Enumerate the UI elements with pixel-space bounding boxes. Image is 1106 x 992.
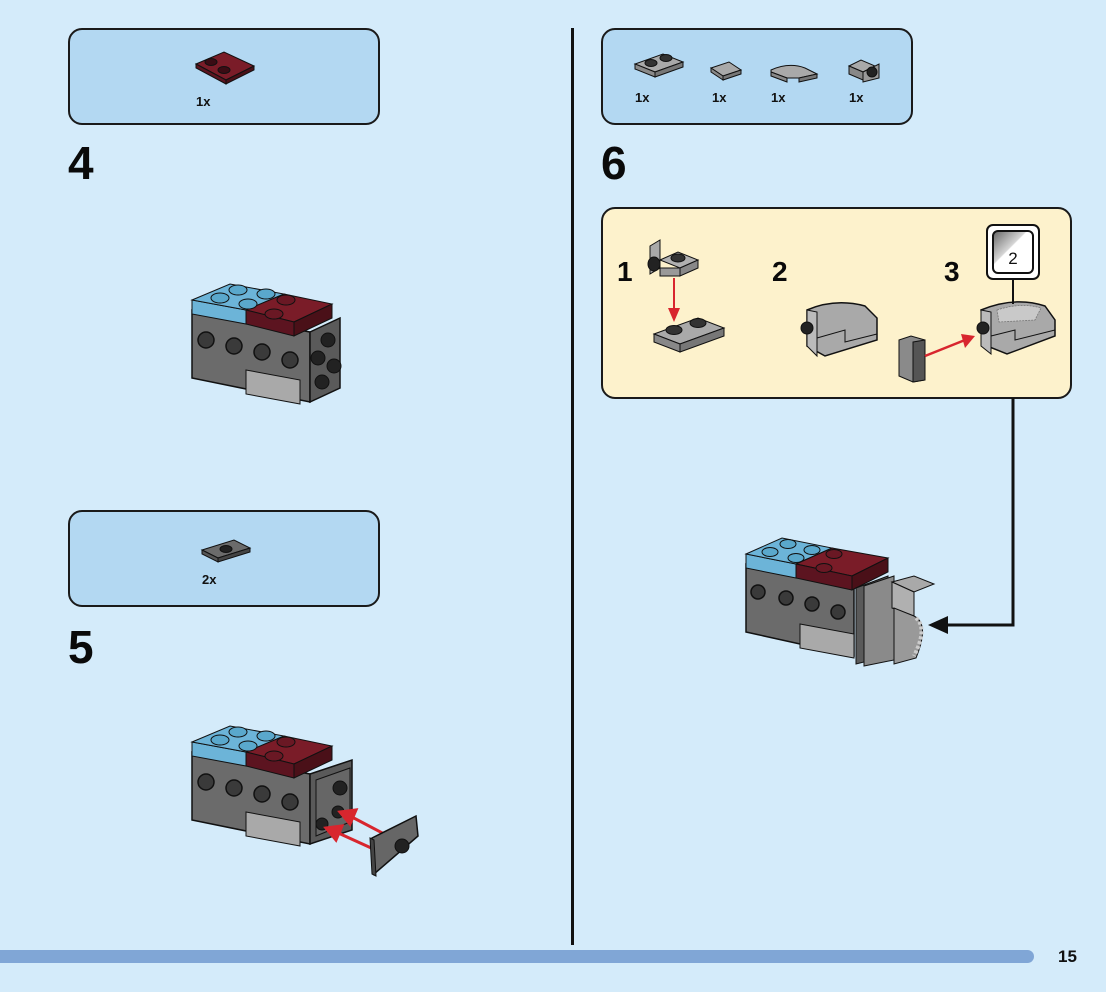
page-divider <box>571 28 574 945</box>
dark-gray-jumper-plate-icon <box>200 539 252 563</box>
step-number-6: 6 <box>601 137 627 189</box>
step-4-model-illustration <box>190 283 342 405</box>
part-quantity: 1x <box>771 90 786 105</box>
step-number-4: 4 <box>68 137 94 189</box>
sticker-callout: 2 <box>986 224 1040 280</box>
light-gray-plate-1x2-icon <box>633 53 685 78</box>
connector-arrow <box>928 398 1015 634</box>
sub-step-3-illustration <box>898 301 1056 383</box>
part-quantity: 1x <box>196 94 211 109</box>
page-number: 15 <box>1058 947 1077 966</box>
step-5-model-illustration <box>190 725 419 877</box>
dark-red-plate-2x2-icon <box>194 51 256 85</box>
sub-step-number-3: 3 <box>944 256 960 287</box>
step-4-parts-box: 1x <box>68 28 380 125</box>
step-number-5: 5 <box>68 621 94 673</box>
sub-step-1-illustration <box>647 239 726 353</box>
step-6-model-illustration <box>744 537 936 667</box>
part-quantity: 2x <box>202 572 217 587</box>
sub-step-number-1: 1 <box>617 256 633 287</box>
sticker-number: 2 <box>1008 249 1018 268</box>
sticker-leader-line <box>1012 280 1014 304</box>
sub-step-number-2: 2 <box>772 256 788 287</box>
part-quantity: 1x <box>849 90 864 105</box>
footer-bar <box>0 950 1034 963</box>
sticker-icon: 2 <box>992 230 1034 274</box>
light-gray-tile-1x1-icon <box>709 61 743 81</box>
light-gray-curved-slope-icon <box>770 64 819 83</box>
sub-step-2-illustration <box>800 302 878 358</box>
part-quantity: 1x <box>635 90 650 105</box>
step-5-parts-box: 2x <box>68 510 380 607</box>
light-gray-bracket-with-stud-icon <box>847 59 880 83</box>
step-6-parts-box: 1x 1x 1x 1x <box>601 28 913 125</box>
part-quantity: 1x <box>712 90 727 105</box>
